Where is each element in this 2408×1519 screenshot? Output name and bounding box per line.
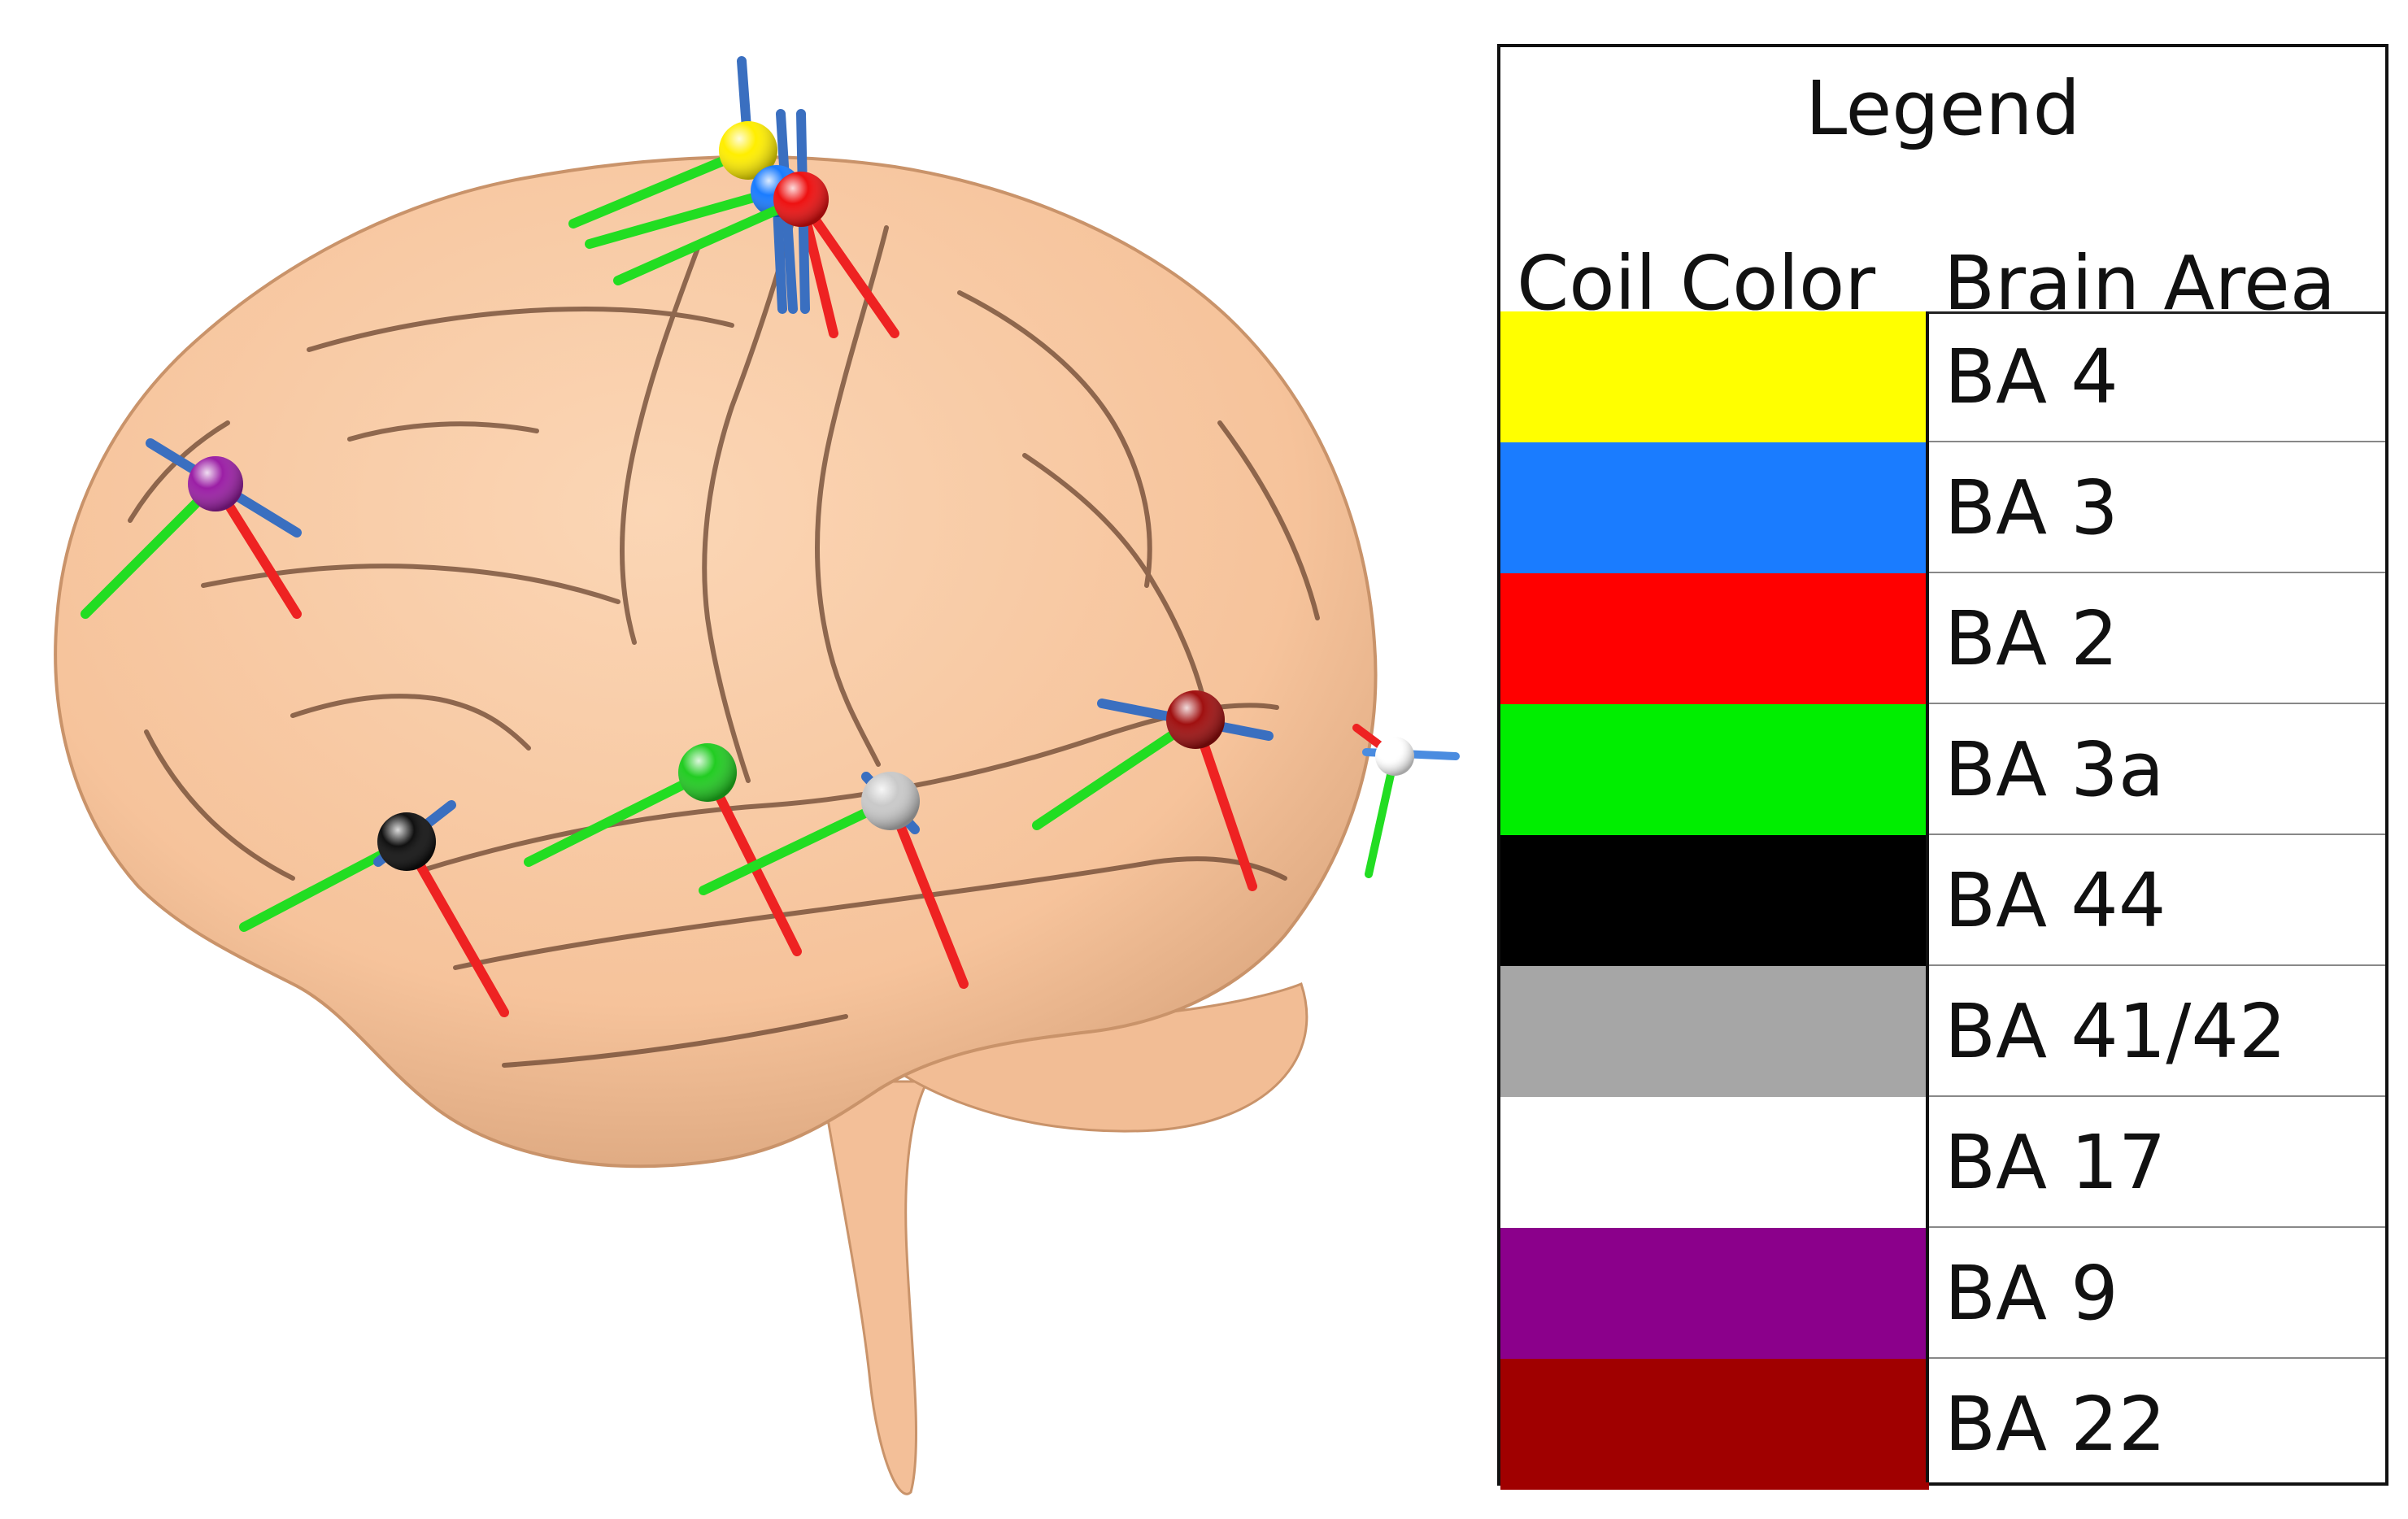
- brain-area-label: BA 41/42: [1944, 988, 2287, 1075]
- brain-area-label: BA 22: [1944, 1381, 2166, 1468]
- swatch-column-border: [1926, 311, 1929, 1482]
- legend-row: BA 3: [1500, 442, 2385, 573]
- color-swatch: [1500, 311, 1929, 442]
- coil-ba44: [239, 800, 509, 1017]
- color-swatch: [1500, 704, 1929, 835]
- brainstem: [820, 1080, 930, 1495]
- row-divider: [1929, 1095, 2385, 1097]
- legend-row: BA 44: [1500, 835, 2385, 966]
- legend-row: BA 2: [1500, 573, 2385, 704]
- row-divider: [1929, 1226, 2385, 1228]
- brain-area-label: BA 2: [1944, 595, 2118, 682]
- color-swatch: [1500, 1359, 1929, 1490]
- row-divider: [1929, 964, 2385, 966]
- brain-figure: [54, 56, 1460, 1495]
- coil-ba9: [81, 438, 302, 619]
- coil-ba4: [568, 56, 777, 229]
- row-divider: [1929, 572, 2385, 573]
- legend-row: BA 41/42: [1500, 966, 2385, 1097]
- brain-area-label: BA 17: [1944, 1119, 2166, 1206]
- legend-row: BA 9: [1500, 1228, 2385, 1359]
- legend-title: Legend: [1805, 64, 2080, 152]
- color-swatch: [1500, 442, 1929, 573]
- color-swatch: [1500, 573, 1929, 704]
- color-swatch: [1500, 1228, 1929, 1359]
- brain-area-label: BA 3a: [1944, 726, 2165, 813]
- header-divider: [1500, 311, 2385, 314]
- brain-area-label: BA 3: [1944, 464, 2118, 551]
- coil-ba17: [1352, 724, 1460, 878]
- legend-row: BA 3a: [1500, 704, 2385, 835]
- coil-ba41-42: [699, 772, 969, 989]
- brain-area-label: BA 9: [1944, 1250, 2118, 1337]
- legend-row: BA 22: [1500, 1359, 2385, 1490]
- color-swatch: [1500, 835, 1929, 966]
- legend-rows: BA 4 BA 3 BA 2 BA 3a BA 44 BA 41/42 BA 17 BA 9 B…: [1500, 311, 2385, 1490]
- coil-ba22: [1032, 690, 1274, 891]
- row-divider: [1929, 703, 2385, 704]
- legend-row: BA 4: [1500, 311, 2385, 442]
- brain-area-label: BA 44: [1944, 857, 2166, 944]
- color-swatch: [1500, 966, 1929, 1097]
- coil-ba2: [613, 109, 899, 338]
- row-divider: [1929, 1357, 2385, 1359]
- legend-row: BA 17: [1500, 1097, 2385, 1228]
- row-divider: [1929, 441, 2385, 442]
- row-divider: [1929, 833, 2385, 835]
- brain-area-label: BA 4: [1944, 333, 2118, 420]
- color-swatch: [1500, 1097, 1929, 1228]
